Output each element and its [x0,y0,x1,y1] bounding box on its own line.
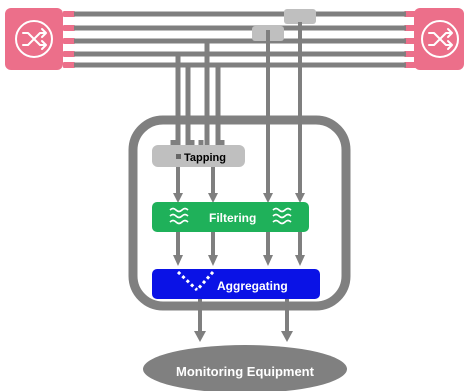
tapping-block: Tapping [152,145,245,167]
tap-enclosure [128,115,351,311]
monitoring-label: Monitoring Equipment [176,364,315,379]
right-switch [404,8,464,70]
tap-block-upper [284,9,316,24]
network-switch-icon [421,20,459,58]
tapping-label: Tapping [184,152,226,164]
tap-lines [170,41,225,153]
monitoring-equipment: Monitoring Equipment [143,345,347,391]
merge-arrows-icon [176,270,215,292]
flow-arrowheads [173,193,305,342]
aggregating-label: Aggregating [217,279,288,293]
left-switch [5,8,75,70]
wave-filter-icon [169,207,189,225]
wave-filter-icon [272,207,292,225]
filtering-block: Filtering [152,202,309,232]
network-switch-icon [15,20,53,58]
filtering-label: Filtering [209,211,256,225]
switch-cables [74,11,406,68]
aggregating-block: Aggregating [152,269,320,299]
flow-lines [176,22,302,333]
